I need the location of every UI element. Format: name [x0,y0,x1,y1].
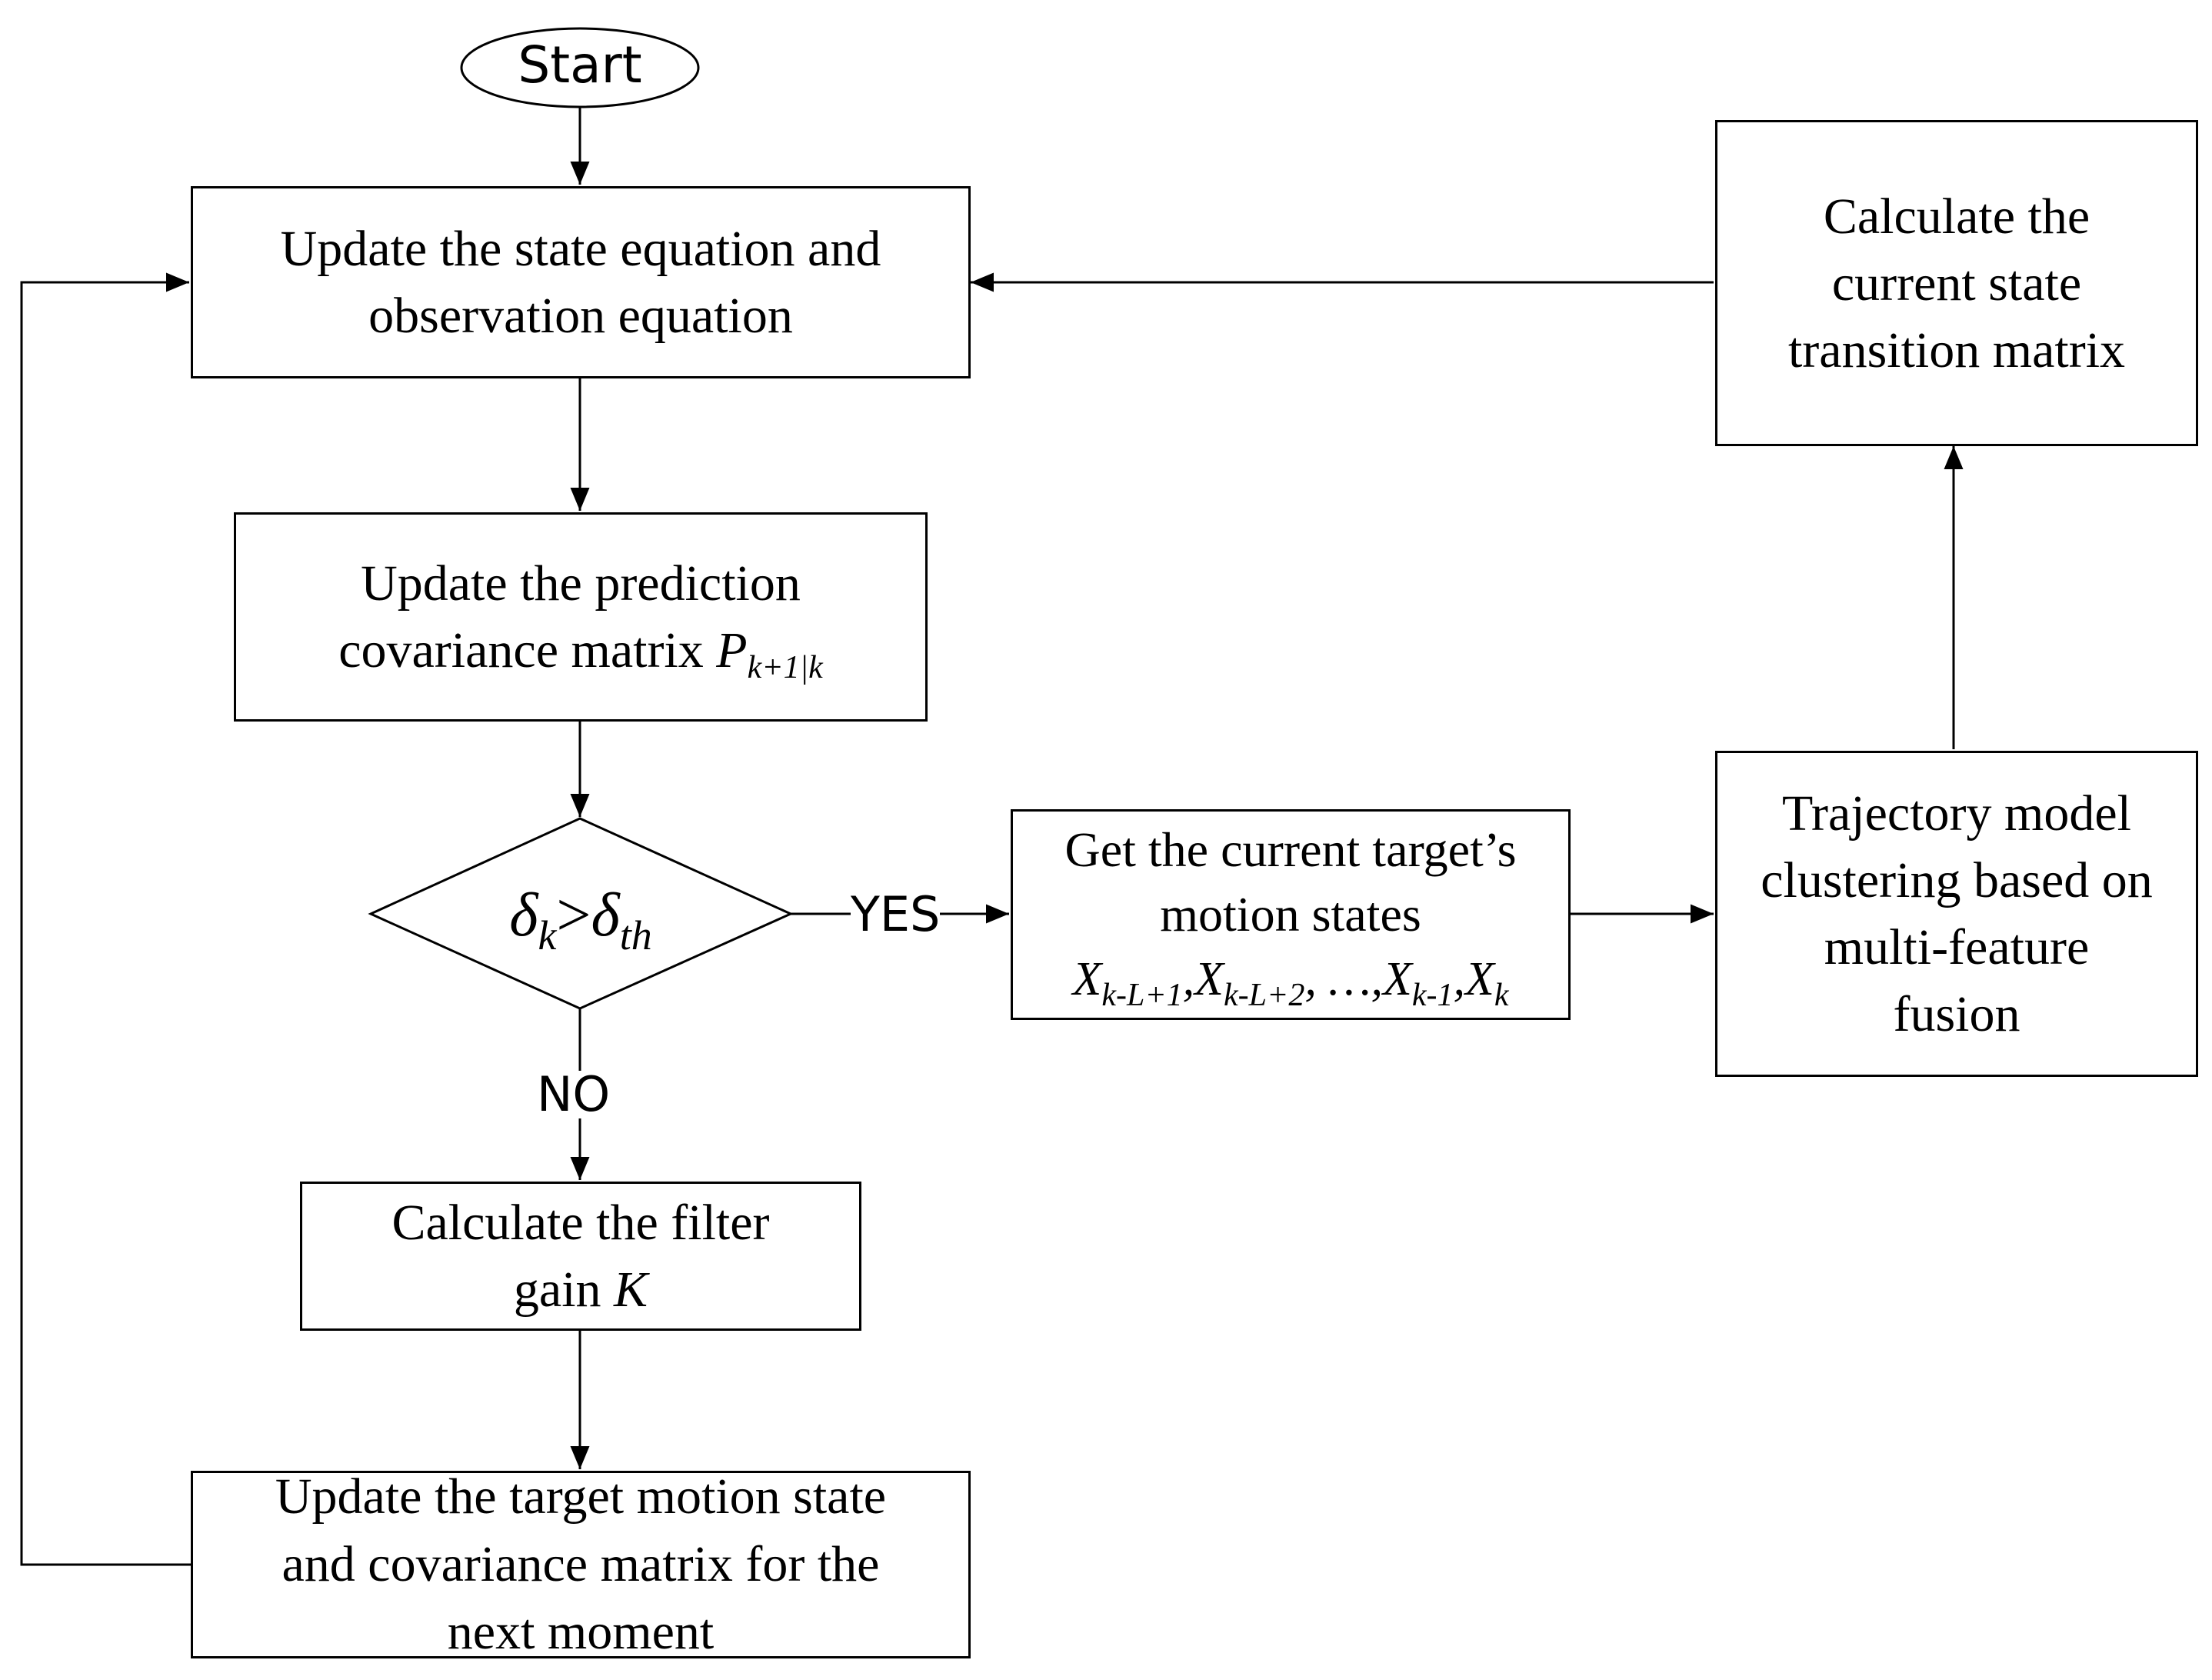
arrow-loop-back-to-update-state [20,272,191,1566]
prediction-matrix-symbol: Pk+1|k [716,622,823,685]
calculate-filter-gain-box: Calculate the filter gain K [300,1182,861,1331]
transition-line2: current state [1831,255,2082,312]
filter-gain-line1: Calculate the filter [391,1195,770,1251]
yes-label: YES [851,886,941,942]
trajectory-clustering-box: Trajectory model clustering based on mul… [1715,751,2198,1077]
transition-line1: Calculate the [1823,188,2090,245]
update-state-line2: observation equation [368,288,793,344]
get-motion-states-box: Get the current target’s motion states X… [1011,809,1571,1020]
transition-line3: transition matrix [1787,322,2126,378]
update-target-line3: next moment [447,1604,715,1660]
start-label: Start [518,35,642,95]
update-target-line2: and covariance matrix for the [281,1536,880,1592]
motion-states-line2: motion states [1160,887,1421,942]
update-state-line1: Update the state equation and [280,221,881,277]
prediction-line2: covariance matrix Pk+1|k [338,622,823,685]
decision-condition: δk>δth [509,882,652,958]
motion-states-line1: Get the current target’s [1064,822,1517,877]
clustering-line3: multi-feature [1824,919,2090,975]
motion-states-sequence: Xk-L+1,Xk-L+2, …,Xk-1,Xk [1072,953,1509,1013]
no-label: NO [537,1066,611,1122]
filter-gain-line2: gain K [513,1262,648,1318]
update-state-equation-box: Update the state equation and observatio… [191,186,971,378]
clustering-line2: clustering based on [1761,852,2153,908]
calculate-transition-matrix-box: Calculate the current state transition m… [1715,120,2198,446]
prediction-line1: Update the prediction [361,555,801,612]
clustering-line1: Trajectory model [1782,785,2131,842]
update-target-line1: Update the target motion state [275,1468,887,1525]
update-target-motion-box: Update the target motion state and covar… [191,1468,971,1660]
update-prediction-covariance-box: Update the prediction covariance matrix … [234,512,928,722]
clustering-line4: fusion [1893,986,2020,1042]
gain-symbol: K [614,1262,648,1318]
